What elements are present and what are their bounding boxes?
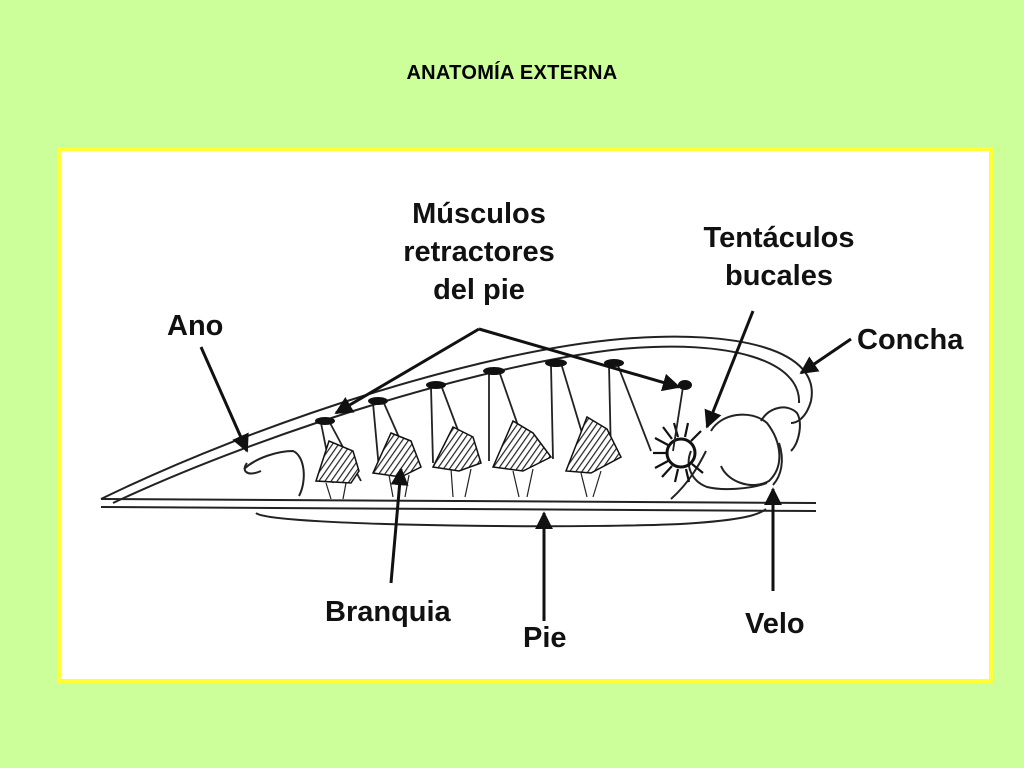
label-muscles-line2: retractores (403, 236, 555, 268)
head-velum-structure (687, 406, 801, 491)
gills (314, 415, 622, 484)
gill-filaments (325, 468, 602, 500)
label-arrows (199, 310, 852, 621)
anatomy-figure-frame: Músculos retractores del pie Tentáculos … (57, 147, 993, 683)
foot-shape (255, 450, 767, 528)
label-gill: Branquia (325, 596, 452, 628)
anatomy-diagram: Músculos retractores del pie Tentáculos … (100, 198, 964, 654)
label-muscles-line3: del pie (433, 274, 525, 306)
label-anus: Ano (167, 310, 223, 342)
label-velum: Velo (745, 608, 805, 640)
label-tentacles-line2: bucales (725, 260, 833, 292)
label-shell: Concha (857, 324, 964, 356)
label-muscles-line1: Músculos (412, 198, 546, 230)
label-foot: Pie (523, 622, 567, 654)
anus-structure (243, 449, 305, 497)
buccal-tentacles (653, 422, 704, 483)
label-tentacles-line1: Tentáculos (704, 222, 855, 254)
muscle-caps (315, 359, 692, 425)
slide-title: ANATOMÍA EXTERNA (406, 62, 618, 84)
